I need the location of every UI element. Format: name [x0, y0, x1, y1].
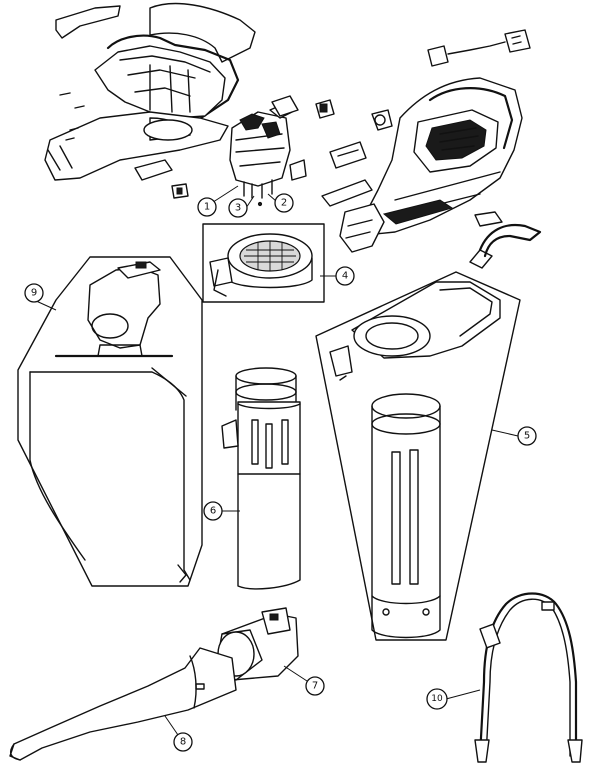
- callout-4: 4: [335, 266, 355, 286]
- callout-label-4: 4: [342, 271, 348, 282]
- callout-label-3: 3: [235, 203, 241, 214]
- leader-lines: [33, 185, 519, 736]
- callout-9: 9: [24, 283, 44, 303]
- callout-label-7: 7: [312, 681, 318, 692]
- motor-assembly: [229, 103, 307, 207]
- callout-3: 3: [228, 198, 248, 218]
- callout-8: 8: [173, 732, 193, 752]
- blower-nozzle: [9, 647, 237, 761]
- housing-left-half: [44, 2, 256, 199]
- blower-tube: [221, 367, 301, 590]
- power-cord: [427, 29, 531, 67]
- handle-loop: [469, 223, 542, 269]
- collection-bag: [17, 256, 203, 587]
- callout-7: 7: [305, 676, 325, 696]
- callout-1: 1: [197, 197, 217, 217]
- small-parts: [271, 95, 393, 131]
- callout-2: 2: [274, 193, 294, 213]
- callout-label-6: 6: [210, 506, 216, 517]
- callout-label-2: 2: [281, 198, 287, 209]
- callout-10: 10: [426, 688, 448, 710]
- nozzle-adapter: [217, 607, 299, 681]
- callout-6: 6: [203, 501, 223, 521]
- housing-right-half: [321, 77, 523, 253]
- callout-label-10: 10: [431, 694, 443, 704]
- callout-label-5: 5: [524, 431, 530, 442]
- callout-label-1: 1: [204, 202, 210, 213]
- vacuum-tube: [315, 271, 521, 641]
- callout-label-8: 8: [180, 737, 186, 748]
- shoulder-strap: [474, 592, 583, 763]
- callout-label-9: 9: [31, 288, 37, 299]
- grill-assembly: [202, 223, 325, 303]
- callout-5: 5: [517, 426, 537, 446]
